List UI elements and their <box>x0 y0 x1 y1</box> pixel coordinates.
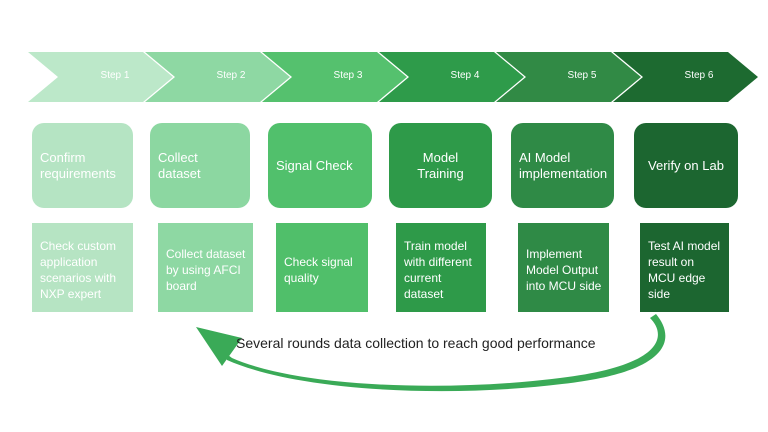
step-3-detail: Check signal quality <box>276 223 368 312</box>
step-1-chevron <box>28 52 173 102</box>
step-6-card: Verify on Lab <box>634 123 738 208</box>
step-1-label: Step 1 <box>100 70 130 81</box>
step-2-card: Collect dataset <box>150 123 250 208</box>
step-4-detail-text: Train model with different current datas… <box>404 238 472 301</box>
step-3-chevron <box>262 52 407 102</box>
step-4-label: Step 4 <box>450 70 480 81</box>
step-5-label: Step 5 <box>567 70 597 81</box>
step-3-card: Signal Check <box>268 123 372 208</box>
step-2-detail: Collect dataset by using AFCI board <box>158 223 253 312</box>
step-2-detail-text: Collect dataset by using AFCI board <box>166 246 246 293</box>
step-6-detail: Test AI model result on MCU edge side <box>640 223 729 312</box>
step-5-chevron <box>496 52 641 102</box>
step-2-chevron <box>145 52 290 102</box>
step-6-detail-text: Test AI model result on MCU edge side <box>648 238 721 301</box>
loop-caption: Several rounds data collection to reach … <box>236 335 596 351</box>
step-5-title: AI Model implementation <box>519 149 608 181</box>
step-2-label: Step 2 <box>216 70 246 81</box>
step-1-card: Confirm requirements <box>32 123 133 208</box>
step-4-chevron <box>379 52 524 102</box>
step-4-detail: Train model with different current datas… <box>396 223 486 312</box>
step-4-card: Model Training <box>389 123 492 208</box>
loop-arrowhead <box>196 327 242 366</box>
step-3-title: Signal Check <box>276 157 353 173</box>
step-6-title: Verify on Lab <box>648 157 724 173</box>
step-5-card: AI Model implementation <box>511 123 614 208</box>
step-6-label: Step 6 <box>684 70 714 81</box>
step-1-detail-text: Check custom application scenarios with … <box>40 238 117 301</box>
step-3-detail-text: Check signal quality <box>284 254 353 285</box>
step-5-detail: Implement Model Output into MCU side <box>518 223 609 312</box>
loop-arrow-body <box>224 314 666 392</box>
step-2-title: Collect dataset <box>158 149 201 181</box>
step-1-detail: Check custom application scenarios with … <box>32 223 133 312</box>
step-3-label: Step 3 <box>333 70 363 81</box>
step-5-detail-text: Implement Model Output into MCU side <box>526 246 602 293</box>
step-1-title: Confirm requirements <box>40 149 116 181</box>
step-6-chevron <box>613 52 758 102</box>
step-4-title: Model Training <box>417 149 464 181</box>
